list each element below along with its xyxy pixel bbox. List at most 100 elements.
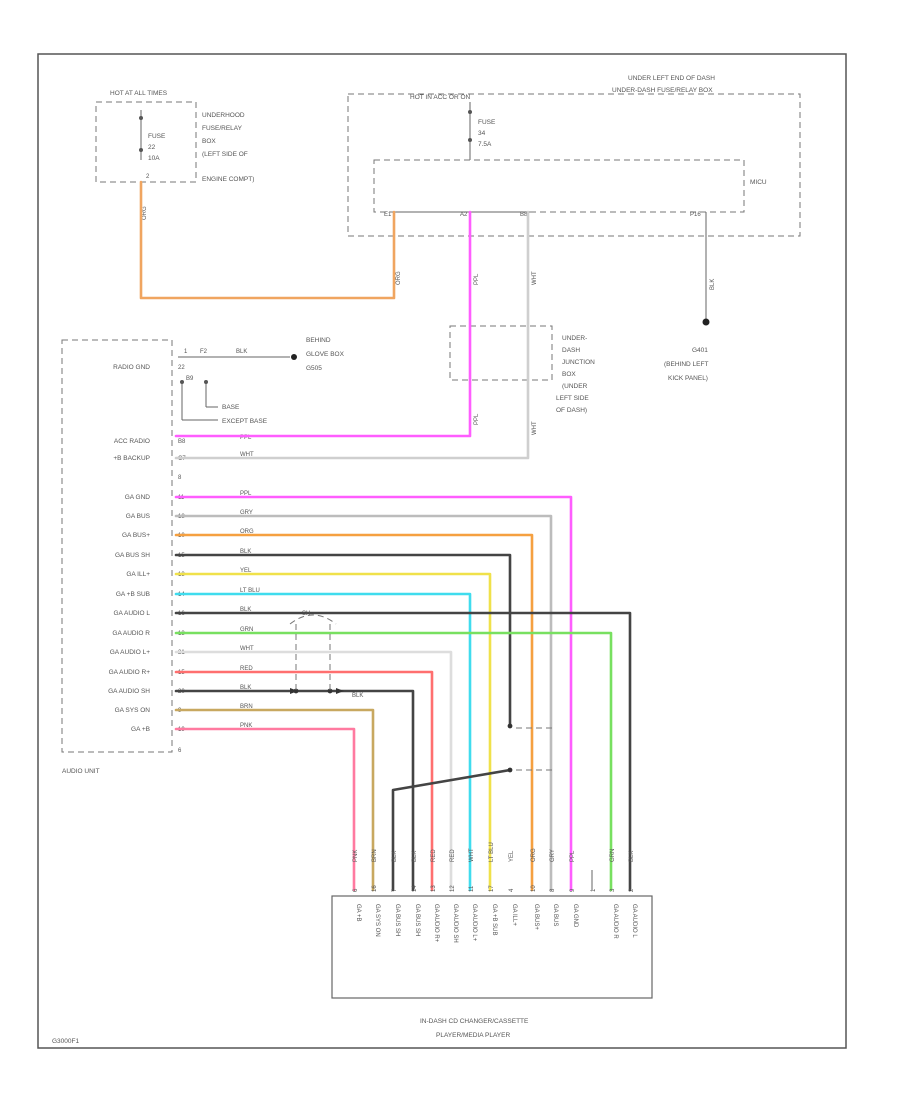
player-wire-label: LT BLU xyxy=(489,842,495,862)
dash-wire-ppl: PPL xyxy=(474,273,480,285)
audio-pin-label: GA BUS SH xyxy=(115,552,150,559)
glovebox-line-2: GLOVE BOX xyxy=(306,351,345,358)
audio-wire-label: BLK xyxy=(240,549,251,555)
micu-label: MICU xyxy=(750,179,767,186)
player-pin-number: 9 xyxy=(570,888,576,892)
player-outline xyxy=(331,895,653,999)
junction-wire-ppl: PPL xyxy=(474,413,480,425)
dash-location-line-2: UNDER-DASH FUSE/RELAY BOX xyxy=(612,87,713,94)
junction-line-3: JUNCTION xyxy=(562,359,595,366)
player-wire-label: GRY xyxy=(550,849,556,862)
player-pin-label: GA AUDIO R xyxy=(612,904,618,939)
glovebox-line-1: BEHIND xyxy=(306,337,331,344)
audio-wire-label: BLK xyxy=(240,607,251,613)
player-pin-label: GA AUDIO SH xyxy=(452,904,458,943)
player-wire-label: BLK xyxy=(629,851,635,862)
dash-wire-org: ORG xyxy=(396,271,402,285)
ground-kick-line-3: KICK PANEL) xyxy=(668,375,708,382)
ground-kick-line-2: (BEHIND LEFT xyxy=(664,361,708,368)
player-pin-number: 3 xyxy=(610,888,616,892)
player-pin-number: 8 xyxy=(550,888,556,892)
ground-glovebox: 1 F2 BLK BEHIND GLOVE BOX G505 B9 BASE E… xyxy=(178,337,345,425)
wire-purple-acc xyxy=(174,210,472,438)
fuse-34-rating: 7.5A xyxy=(478,141,492,148)
player-wire-label: PNK xyxy=(353,850,359,862)
fuse-34-label: FUSE xyxy=(478,119,496,126)
dash-location-line-1: UNDER LEFT END OF DASH xyxy=(628,75,715,82)
player-wire-label: BLK xyxy=(412,851,418,862)
player-pin-label: GA AUDIO L+ xyxy=(471,904,477,942)
audio-pin-label: RADIO GND xyxy=(113,364,150,371)
player-pin-number: 11 xyxy=(469,885,475,892)
junction-wire-wht: WHT xyxy=(532,421,538,435)
splice-dot xyxy=(507,767,513,773)
shield-label-blk: BLK xyxy=(352,693,363,699)
audio-pin-label: GA +B SUB xyxy=(116,591,150,598)
junction-line-6: LEFT SIDE xyxy=(556,395,589,402)
junction-line-5: (UNDER xyxy=(562,383,588,390)
under-dash-fuse-box: UNDER LEFT END OF DASH UNDER-DASH FUSE/R… xyxy=(347,75,801,290)
player-pin-label: GA SYS ON xyxy=(374,904,380,937)
wire-ga-audio-l xyxy=(174,611,632,892)
audio-wire-label: BRN xyxy=(240,704,253,710)
audio-pin-label: GA GND xyxy=(125,494,151,501)
micu-pin-b8: B8 xyxy=(520,212,528,218)
player-wire-label: RED xyxy=(450,849,456,862)
player-pin-number: 16 xyxy=(372,885,378,892)
underhood-box-line-1: UNDERHOOD xyxy=(202,112,245,119)
player-pin-number: 6 xyxy=(353,888,359,892)
micu-pin-a2: A2 xyxy=(460,212,468,218)
fuse-22-label: FUSE xyxy=(148,133,166,140)
wire-ga-b xyxy=(174,727,356,892)
player-line-2: PLAYER/MEDIA PLAYER xyxy=(436,1032,510,1039)
hot-at-all-times-label: HOT AT ALL TIMES xyxy=(110,90,168,97)
ground-kick-symbol xyxy=(702,318,710,326)
player-pin-number: 2 xyxy=(629,888,635,892)
wire-harness xyxy=(139,180,632,892)
wire-ga-audio-r-plus xyxy=(174,670,434,892)
wire-orange-power xyxy=(139,180,396,300)
audio-pin-label: GA +B xyxy=(131,726,150,733)
audio-shield: SH BLK xyxy=(289,611,552,771)
player-pin-label: GA ILL+ xyxy=(511,904,517,926)
player-pin-number: 14 xyxy=(412,885,418,892)
player-wire-label: YEL xyxy=(509,850,515,862)
diagram-code: G3000F1 xyxy=(52,1038,79,1045)
audio-wire-label: PPL xyxy=(240,491,252,497)
wire-ga-sys-on xyxy=(174,708,375,892)
player-line-1: IN-DASH CD CHANGER/CASSETTE xyxy=(420,1018,529,1025)
audio-pin-label: GA BUS+ xyxy=(122,532,150,539)
audio-unit-name: AUDIO UNIT xyxy=(62,768,100,775)
wire-bus-shield-drain xyxy=(391,768,512,892)
wire-ga-b-sub xyxy=(174,592,472,892)
wire-white-backup xyxy=(174,210,530,460)
audio-pin-label: GA AUDIO L xyxy=(114,610,151,617)
audio-wire-label: ORG xyxy=(240,529,254,535)
player-wire-label: BLK xyxy=(392,851,398,862)
player-wire-label: BRN xyxy=(372,849,378,862)
player-pin-label: GA BUS+ xyxy=(533,904,539,930)
audio-wire-label: WHT xyxy=(240,452,254,458)
wire-ga-audio-l-plus xyxy=(174,650,453,892)
glovebox-pin-f2: F2 xyxy=(200,349,208,355)
except-base-label: EXCEPT BASE xyxy=(222,418,268,425)
splice-dot xyxy=(327,688,333,694)
underhood-box-line-3: BOX xyxy=(202,138,216,145)
player-pin-label: GA AUDIO L xyxy=(631,904,637,938)
audio-wire-label: BLK xyxy=(240,685,251,691)
dash-wire-wht: WHT xyxy=(532,271,538,285)
player-wire-label: RED xyxy=(431,849,437,862)
shield-arrow xyxy=(290,688,298,694)
audio-pin-number: 8 xyxy=(178,475,182,481)
player-wire-label: ORG xyxy=(531,848,537,862)
hot-in-acc-label: HOT IN ACC OR ON xyxy=(410,94,470,101)
audio-wire-label: PPL xyxy=(240,435,252,441)
shield-label-sh: SH xyxy=(302,611,310,617)
audio-unit-outline xyxy=(61,339,173,753)
junction-line-4: BOX xyxy=(562,371,576,378)
player-pin-label: GA +B SUB xyxy=(491,904,497,936)
audio-wire-label: PNK xyxy=(240,723,252,729)
underhood-box-line-2: FUSE/RELAY xyxy=(202,125,243,132)
fuse-22-rating: 10A xyxy=(148,155,160,162)
